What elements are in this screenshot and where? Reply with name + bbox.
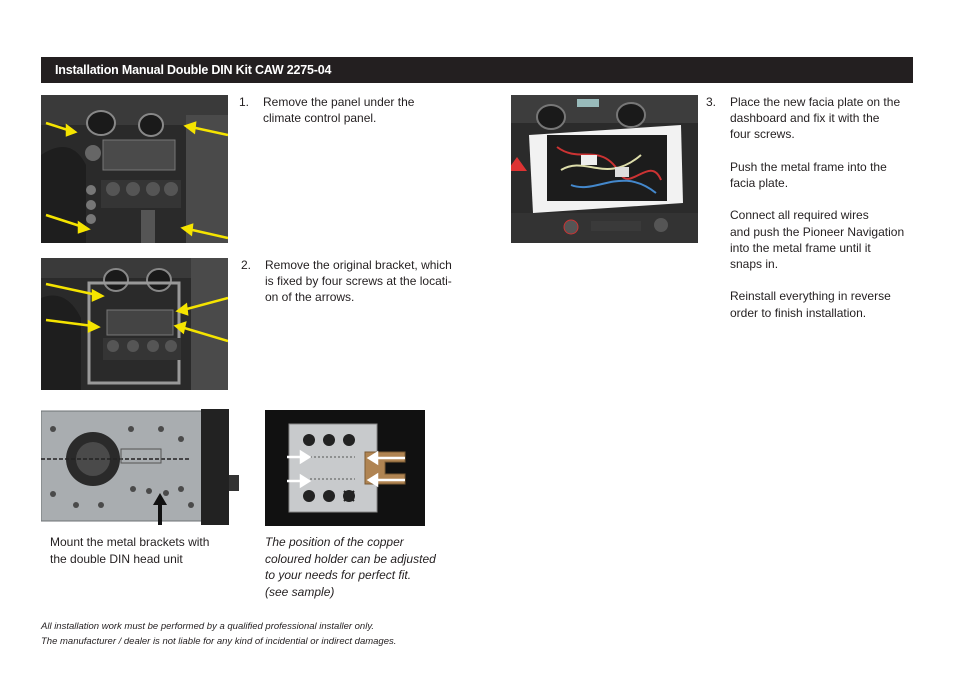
step-paragraph: Connect all required wires and push the … xyxy=(730,207,904,272)
step-paragraph: Place the new facia plate on the dashboa… xyxy=(730,94,904,143)
step-1: 1. Remove the panel under the climate co… xyxy=(239,94,469,134)
page-title: Installation Manual Double DIN Kit CAW 2… xyxy=(41,57,913,83)
step-text-line: climate control panel. xyxy=(263,111,377,126)
photo-dashboard-panel xyxy=(41,95,228,243)
step-number: 1. xyxy=(239,95,250,109)
step-2: 2. Remove the original bracket, which is… xyxy=(241,257,481,313)
step-text-line: snaps in. xyxy=(730,257,779,271)
caption-line: The position of the copper xyxy=(265,535,404,549)
photo-copper-holder-sample xyxy=(265,410,425,526)
disclaimer-line: The manufacturer / dealer is not liable … xyxy=(41,635,397,647)
caption-line: to your needs for perfect fit. xyxy=(265,568,412,583)
step-paragraph: Reinstall everything in reverse order to… xyxy=(730,288,904,320)
caption-line: coloured holder can be adjusted xyxy=(265,551,436,566)
step-text-line: into the metal frame until it xyxy=(730,240,871,255)
step-text-line: Connect all required wires xyxy=(730,208,869,223)
step-text-line: Remove the panel under the xyxy=(263,95,415,109)
step-text-line: Place the new facia plate on the xyxy=(730,95,901,109)
step-text-line: and push the Pioneer Navigation xyxy=(730,224,905,239)
caption-copper-holder: The position of the copper coloured hold… xyxy=(265,534,475,600)
step-text-line: dashboard and fix it with the xyxy=(730,111,880,126)
step-text-line: facia plate. xyxy=(730,176,789,190)
disclaimer-line: All installation work must be performed … xyxy=(41,621,375,632)
photo-new-facia-plate xyxy=(511,95,698,243)
step-3: 3. Place the new facia plate on the dash… xyxy=(706,94,936,334)
caption-line: the double DIN head unit xyxy=(50,551,183,566)
disclaimer: All installation work must be performed … xyxy=(41,620,396,649)
step-paragraph: Push the metal frame into the facia plat… xyxy=(730,159,904,191)
caption-head-unit: Mount the metal brackets with the double… xyxy=(50,534,250,567)
photo-head-unit-brackets xyxy=(41,409,243,525)
caption-line: (see sample) xyxy=(265,584,335,599)
step-text-line: Push the metal frame into the xyxy=(730,159,887,174)
step-text-line: Reinstall everything in reverse xyxy=(730,289,891,304)
step-text-line: four screws. xyxy=(730,127,795,142)
step-text-line: on of the arrows. xyxy=(265,290,355,305)
step-text-line: is fixed by four screws at the locati- xyxy=(265,274,452,289)
caption-line: Mount the metal brackets with xyxy=(50,535,210,549)
step-number: 3. xyxy=(706,95,717,109)
step-text-line: Remove the original bracket, which xyxy=(265,258,452,272)
step-text-line: order to finish installation. xyxy=(730,305,867,320)
photo-original-bracket xyxy=(41,258,228,390)
step-number: 2. xyxy=(241,258,252,272)
